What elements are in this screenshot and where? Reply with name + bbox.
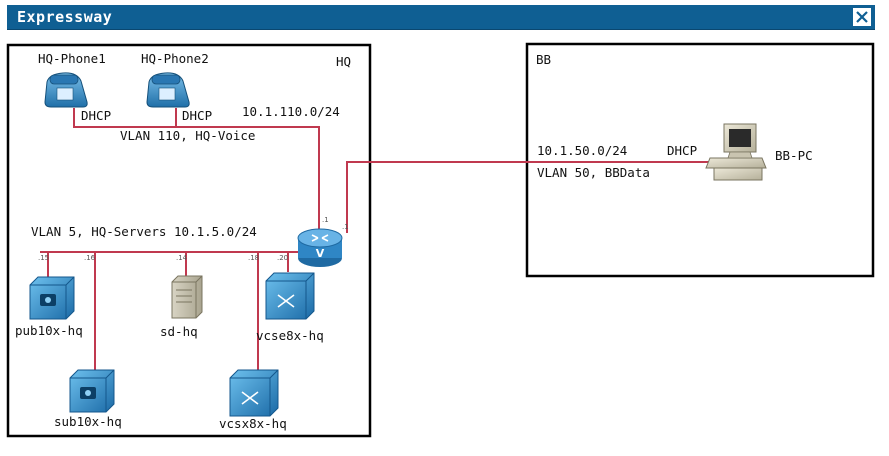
- expressway-server-icon: [265, 272, 315, 320]
- voice-subnet-label: 10.1.110.0/24: [242, 104, 340, 119]
- window-title-bar: Expressway: [7, 5, 875, 30]
- hq-phone1-label: HQ-Phone1: [38, 51, 106, 66]
- server-tower-icon: [171, 275, 203, 319]
- voice-link: [73, 108, 320, 233]
- bb-zone-label: BB: [536, 52, 552, 67]
- router-port-label: .1: [342, 223, 349, 231]
- close-button[interactable]: [853, 8, 871, 26]
- bb-zone-box: [525, 42, 875, 278]
- hq-zone-label: HQ: [336, 54, 352, 69]
- window-title: Expressway: [17, 8, 113, 26]
- servers-vlan-label: VLAN 5, HQ-Servers 10.1.5.0/24: [31, 224, 257, 239]
- bb-pc-label: BB-PC: [775, 148, 813, 163]
- phone-icon: [44, 72, 88, 108]
- hq-zone-box: [6, 43, 372, 438]
- port-label: .16: [84, 254, 96, 262]
- vcse-server-label: vcse8x-hq: [256, 328, 324, 343]
- call-manager-server-icon: [69, 369, 115, 413]
- vcsx-server-label: vcsx8x-hq: [219, 416, 287, 431]
- phone2-dhcp-label: DHCP: [182, 108, 213, 123]
- sub-server-label: sub10x-hq: [54, 414, 122, 429]
- router-port-label: .1: [322, 216, 329, 224]
- bb-subnet-label: 10.1.50.0/24: [537, 143, 628, 158]
- call-manager-server-icon: [29, 276, 75, 320]
- port-label: .20: [277, 254, 289, 262]
- router-icon: V: [297, 228, 343, 267]
- expressway-server-icon: [229, 369, 279, 417]
- close-icon: [856, 11, 868, 23]
- voice-vlan-label: VLAN 110, HQ-Voice: [120, 128, 256, 143]
- hq-phone2-label: HQ-Phone2: [141, 51, 209, 66]
- bb-dhcp-label: DHCP: [667, 143, 698, 158]
- port-label: .18: [248, 254, 260, 262]
- bb-link: [346, 161, 720, 233]
- port-label: .14: [176, 254, 188, 262]
- pub-server-label: pub10x-hq: [15, 323, 83, 338]
- phone1-dhcp-label: DHCP: [81, 108, 112, 123]
- pc-icon: [705, 123, 767, 181]
- phone-icon: [146, 72, 190, 108]
- port-label: .15: [38, 254, 50, 262]
- bb-vlan-label: VLAN 50, BBData: [537, 165, 650, 180]
- sd-server-label: sd-hq: [160, 324, 198, 339]
- svg-text:V: V: [316, 247, 325, 260]
